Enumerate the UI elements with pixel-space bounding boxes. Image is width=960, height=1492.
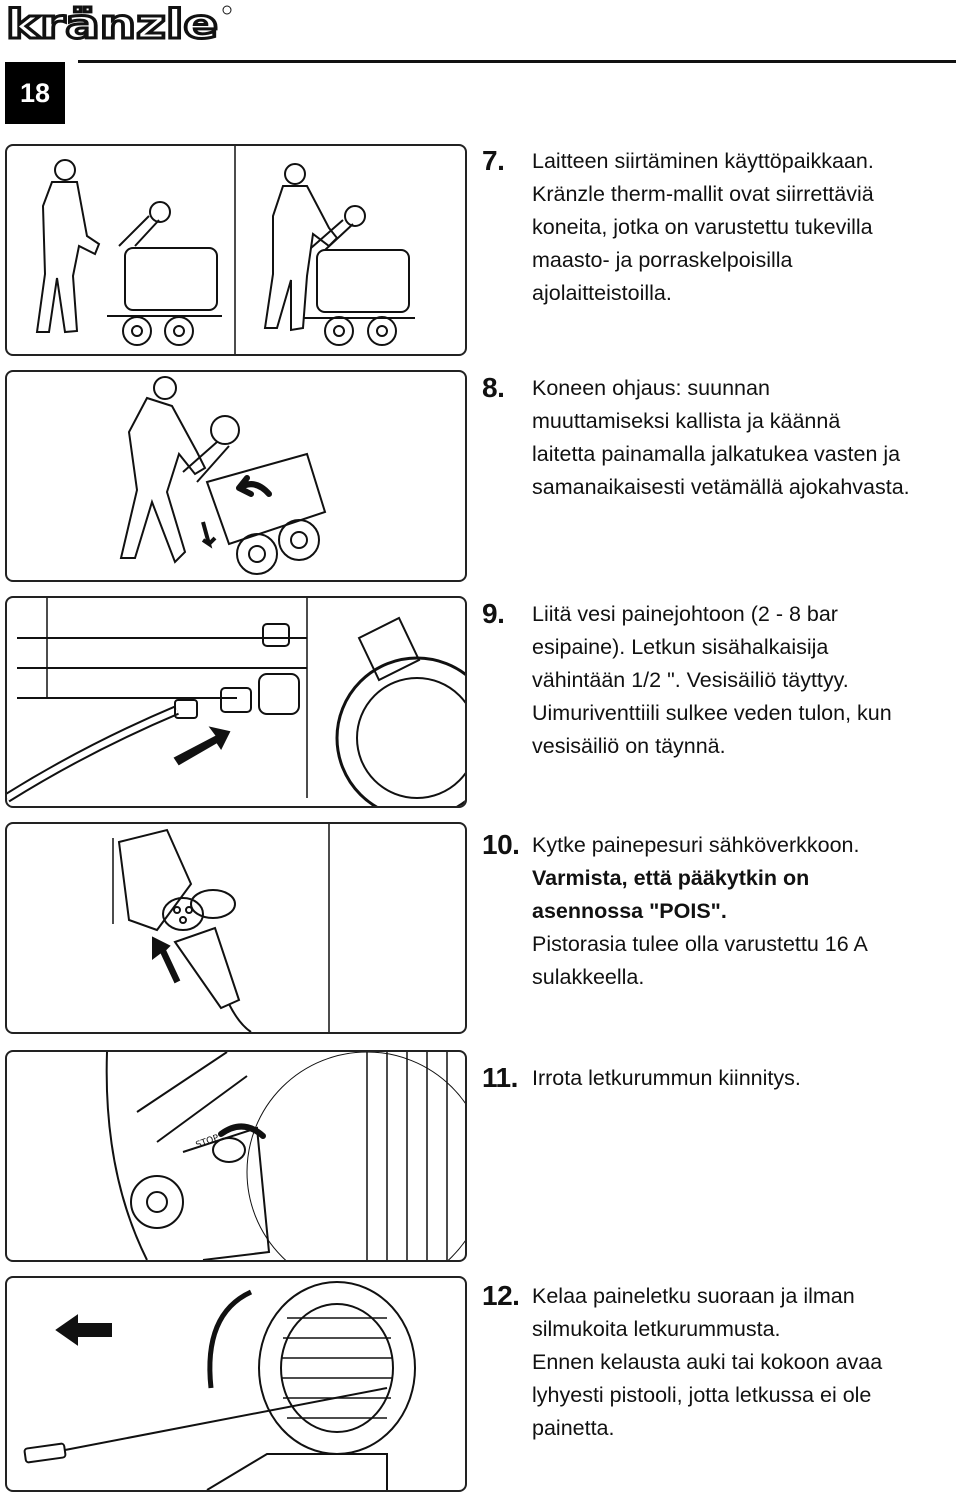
illustration-reel-lock: STOP — [5, 1050, 467, 1262]
pressure-washer-figure-2 — [303, 205, 415, 346]
step-number: 7. — [482, 145, 505, 176]
step-text: Liitä vesi painejohtoon (2 - 8 bar esipa… — [532, 597, 892, 763]
step-line: sulakkeella. — [532, 965, 645, 989]
step-line: vesisäiliö on täynnä. — [532, 734, 726, 758]
step-number: 8. — [482, 372, 505, 403]
step-number: 11. — [482, 1062, 518, 1093]
step-number: 12. — [482, 1280, 520, 1311]
step-line: painetta. — [532, 1416, 615, 1440]
step-line: Pistorasia tulee olla varustettu 16 A — [532, 932, 868, 956]
step-line: ajolaitteistoilla. — [532, 281, 672, 305]
foot-arrow-icon — [201, 521, 217, 549]
step-10: 10. Kytke painepesuri sähköverkkoon. Var… — [482, 828, 952, 994]
step-line: esipaine). Letkun sisähalkaisija — [532, 635, 829, 659]
pressure-washer-figure — [107, 201, 222, 346]
illustration-rewinding — [5, 1276, 467, 1492]
step-12: 12. Kelaa paineletku suoraan ja ilman si… — [482, 1279, 952, 1445]
illustration-water-connection — [5, 596, 467, 808]
step-line: Ennen kelausta auki tai kokoon avaa — [532, 1350, 883, 1374]
step-line: Irrota letkurummun kiinnitys. — [532, 1066, 801, 1090]
hose-reel-figure — [206, 1281, 416, 1490]
step-line: laitetta painamalla jalkatukea vasten ja — [532, 442, 901, 466]
step-text: Irrota letkurummun kiinnitys. — [532, 1061, 801, 1095]
brand-wordmark: kränzle — [6, 4, 218, 44]
illustration-power-socket — [5, 822, 467, 1034]
step-line: Koneen ohjaus: suunnan — [532, 376, 770, 400]
stop-label: STOP — [195, 1133, 221, 1151]
rotate-arrow-icon — [218, 1123, 266, 1139]
page-number: 18 — [5, 62, 65, 124]
step-line: maasto- ja porraskelpoisilla — [532, 248, 793, 272]
step-number: 10. — [482, 829, 520, 860]
plug-figure — [173, 926, 252, 1032]
step-line: Liitä vesi painejohtoon (2 - 8 bar — [532, 602, 838, 626]
step-line: Uimuriventtiili sulkee veden tulon, kun — [532, 701, 892, 725]
header-rule — [78, 60, 956, 63]
step-text: Laitteen siirtäminen käyttöpaikkaan. Krä… — [532, 144, 874, 310]
worker-figure-2 — [263, 163, 339, 332]
step-text: Kelaa paineletku suoraan ja ilman silmuk… — [532, 1279, 882, 1445]
step-line: vähintään 1/2 ". Vesisäiliö täyttyy. — [532, 668, 849, 692]
step-line: Kytke painepesuri sähköverkkoon. — [532, 833, 860, 857]
pull-arrow-icon — [55, 1314, 112, 1346]
step-line: Kränzle therm-mallit ovat siirrettäviä — [532, 182, 874, 206]
step-number: 9. — [482, 598, 505, 629]
step-line: samanaikaisesti vetämällä ajokahvasta. — [532, 475, 910, 499]
plug-in-arrow-icon — [152, 936, 181, 984]
kranzle-logo: kränzle — [5, 1, 232, 50]
step-text: Kytke painepesuri sähköverkkoon. Varmist… — [532, 828, 868, 994]
warning-line: asennossa "POIS". — [532, 899, 727, 923]
hose-figure — [7, 623, 300, 803]
step-line: Kelaa paineletku suoraan ja ilman — [532, 1284, 855, 1308]
step-11: 11. Irrota letkurummun kiinnitys. — [482, 1061, 952, 1095]
illustration-steering — [5, 370, 467, 582]
pressure-washer-figure — [182, 415, 327, 575]
step-line: muuttamiseksi kallista ja käännä — [532, 409, 841, 433]
socket-figure — [117, 828, 236, 932]
step-line: Laitteen siirtäminen käyttöpaikkaan. — [532, 149, 874, 173]
step-8: 8. Koneen ohjaus: suunnan muuttamiseksi … — [482, 371, 952, 504]
warning-line: Varmista, että pääkytkin on — [532, 866, 810, 890]
step-line: koneita, jotka on varustettu tukevilla — [532, 215, 873, 239]
step-7: 7. Laitteen siirtäminen käyttöpaikkaan. … — [482, 144, 952, 310]
wheel-figure — [335, 616, 465, 806]
step-line: lyhyesti pistooli, jotta letkussa ei ole — [532, 1383, 872, 1407]
worker-figure — [119, 376, 207, 564]
lance-figure — [23, 1387, 388, 1464]
turn-arrow-icon — [236, 475, 272, 497]
insert-arrow-icon — [173, 726, 231, 766]
worker-figure — [35, 159, 101, 334]
step-line: silmukoita letkurummusta. — [532, 1317, 781, 1341]
step-9: 9. Liitä vesi painejohtoon (2 - 8 bar es… — [482, 597, 952, 763]
rewind-arrow-icon — [207, 1289, 253, 1389]
step-text: Koneen ohjaus: suunnan muuttamiseksi kal… — [532, 371, 910, 504]
illustration-transport — [5, 144, 467, 356]
